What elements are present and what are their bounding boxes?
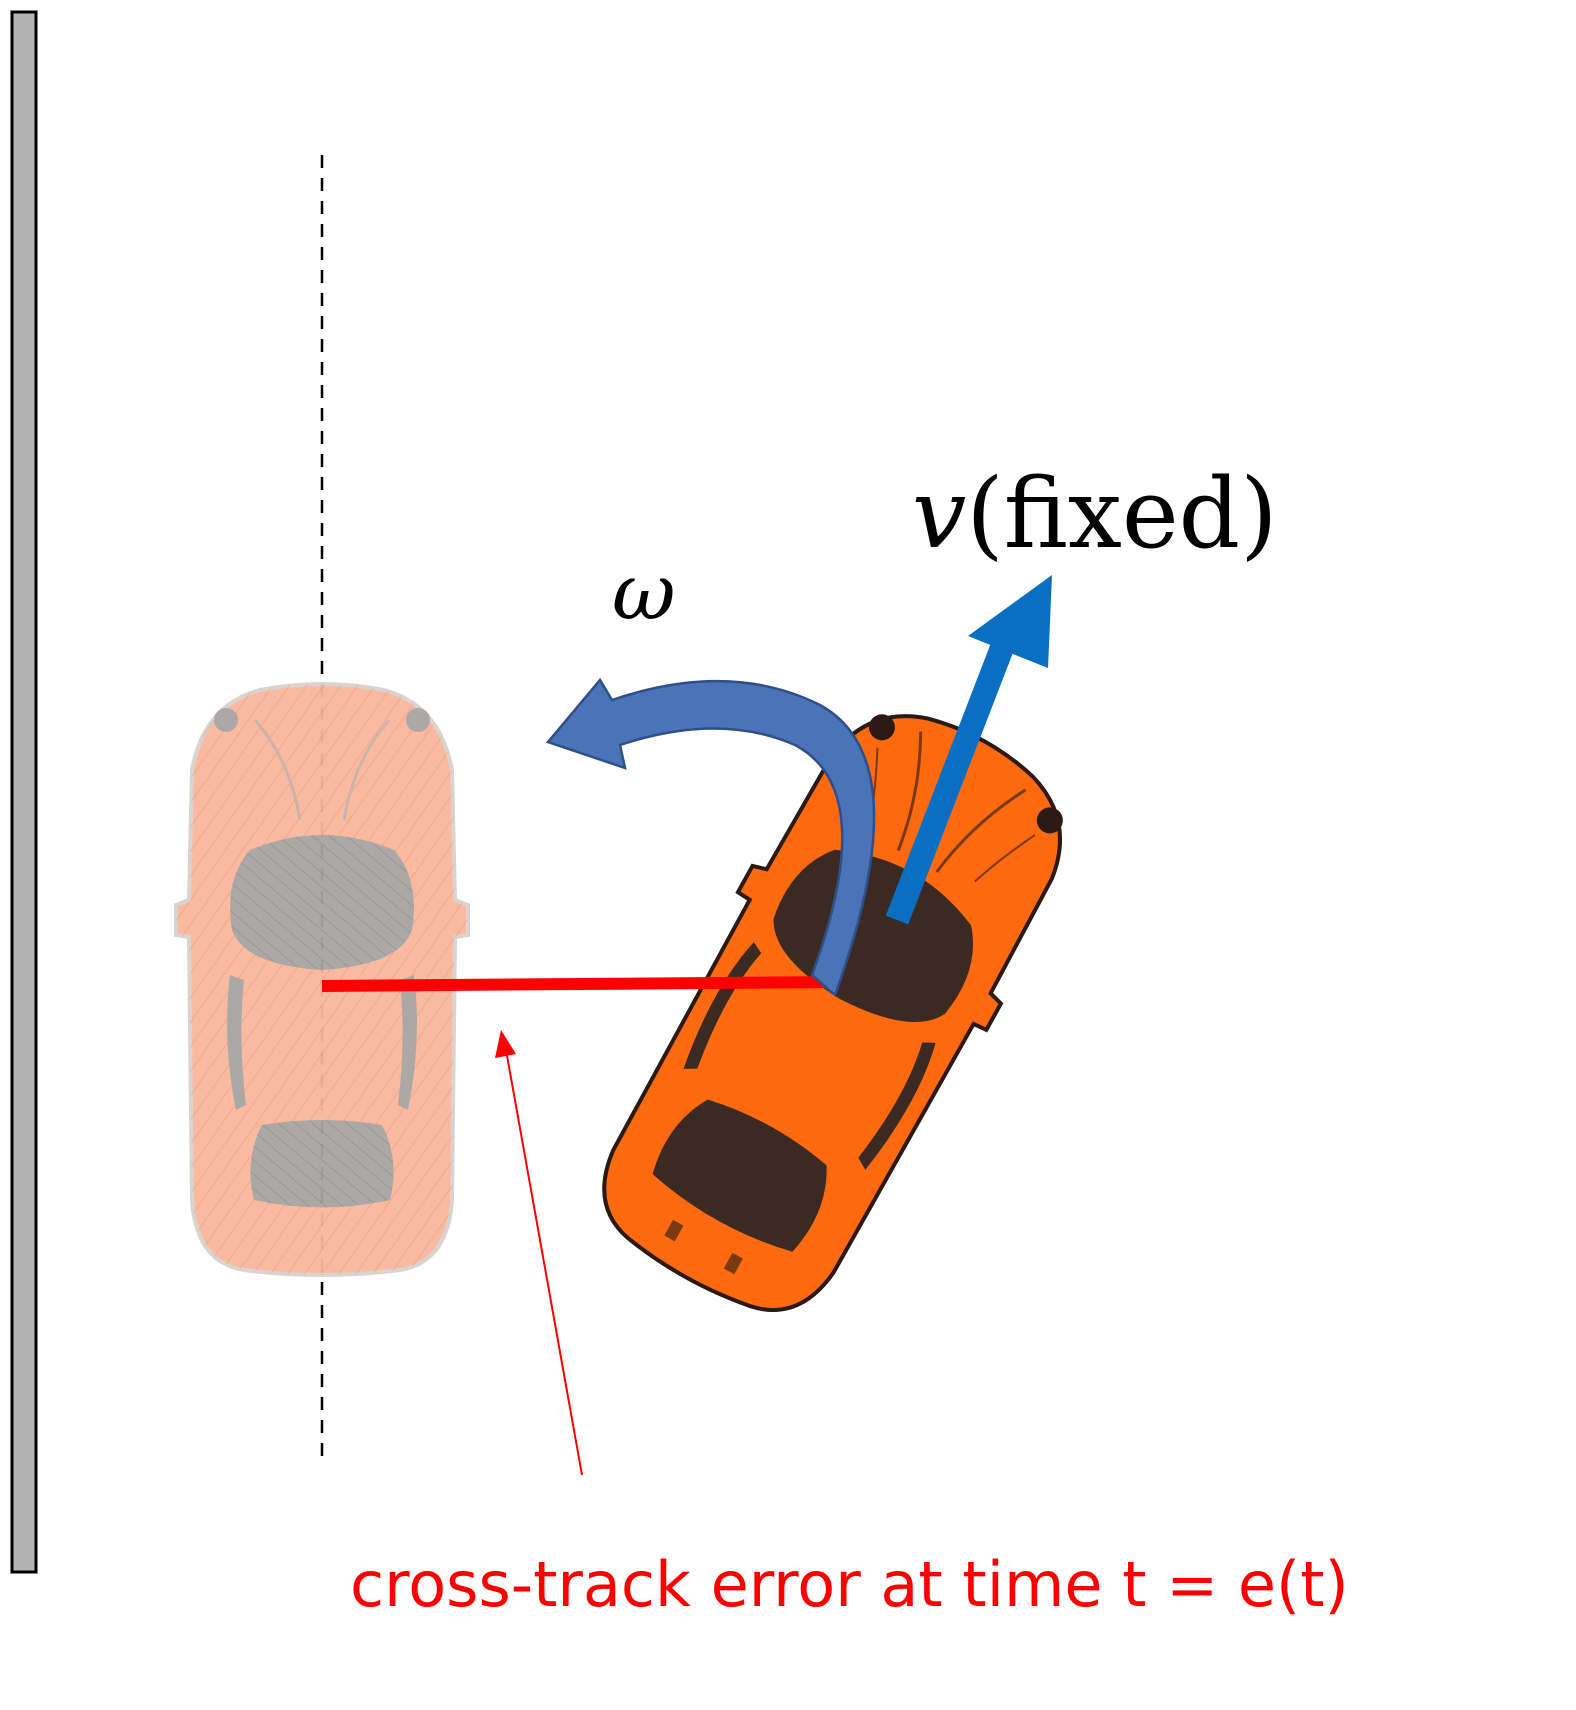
- cross-track-error-line: [321, 976, 839, 992]
- annotation-pointer-arrow: [495, 1030, 583, 1476]
- cross-track-error-caption: cross-track error at time t = e(t): [350, 1548, 1349, 1621]
- velocity-arrow-icon: [885, 575, 1052, 925]
- omega-label: ω: [612, 548, 676, 638]
- road-wall: [10, 10, 38, 1574]
- reference-car-icon: [174, 682, 470, 1277]
- velocity-label: v(fixed): [912, 458, 1278, 570]
- angular-velocity-arrow-icon: [545, 677, 876, 998]
- actual-car-icon: [602, 714, 1063, 1312]
- velocity-qualifier: (fixed): [966, 458, 1278, 570]
- velocity-symbol: v: [912, 458, 967, 570]
